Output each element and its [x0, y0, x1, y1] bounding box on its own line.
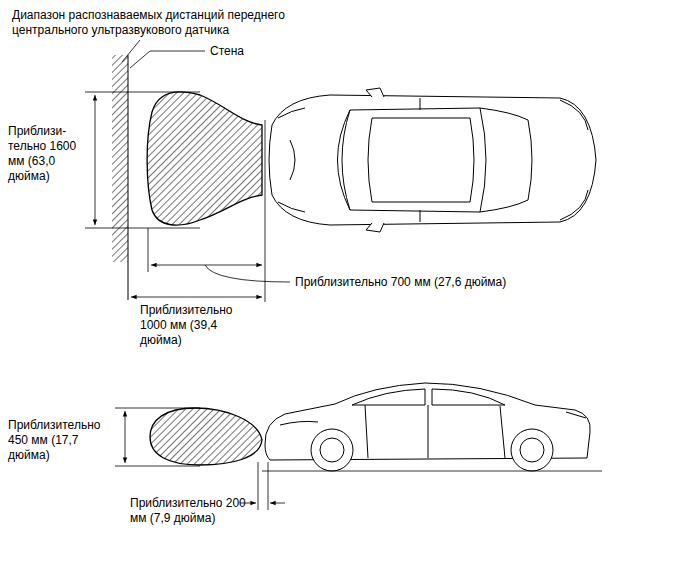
dimension-label: Приблизительно 700 мм (27,6 дюйма)	[295, 275, 555, 290]
dimension-1600	[85, 92, 200, 228]
dimension-label: Приблизи- тельно 1600 мм (63,0 дюйма)	[8, 124, 86, 184]
ground-line	[262, 471, 602, 472]
car-side-view	[265, 383, 590, 471]
detection-zone-side	[150, 408, 262, 465]
dimension-450	[115, 408, 200, 466]
dimension-200	[240, 462, 285, 510]
dimension-label: Приблизительно 1000 мм (39,4 дюйма)	[140, 303, 250, 348]
car-top-view	[269, 88, 596, 232]
callout-title: Диапазон распознаваемых дистанций передн…	[12, 8, 312, 38]
wall-label: Стена	[210, 44, 270, 59]
detection-zone-top	[147, 92, 262, 225]
dimension-label: Приблизительно 200 мм (7,9 дюйма)	[130, 496, 258, 526]
dimension-label: Приблизительно 450 мм (17,7 дюйма)	[8, 418, 120, 463]
dimension-700-1000	[131, 120, 290, 302]
leader-lines	[122, 40, 205, 68]
